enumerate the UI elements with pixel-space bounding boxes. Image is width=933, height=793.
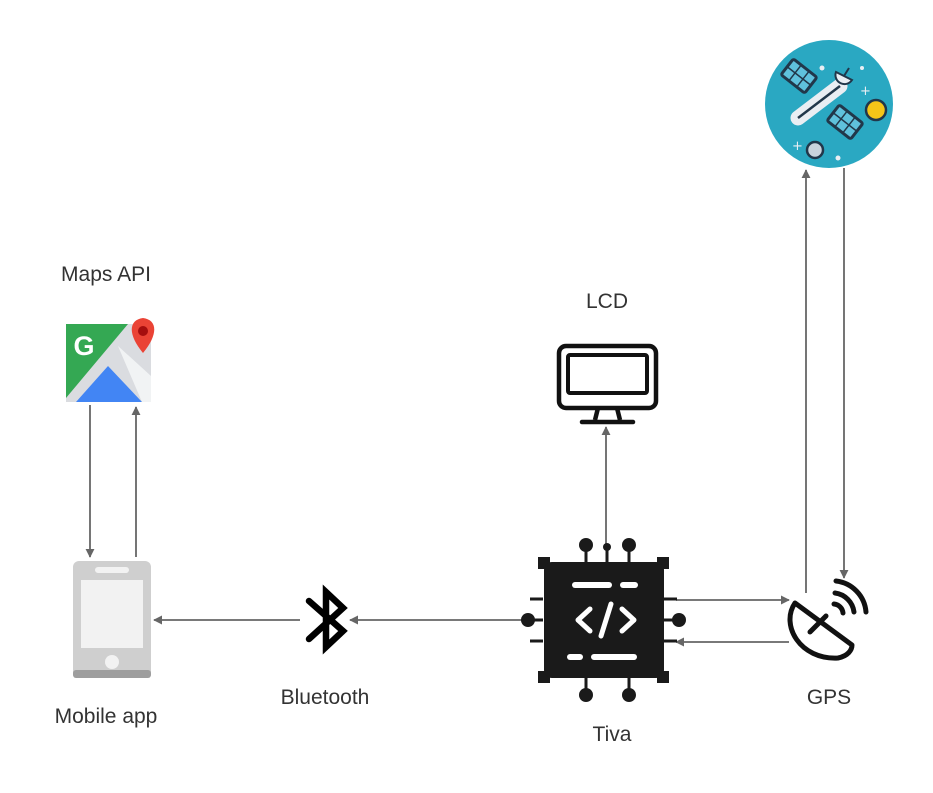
monitor-icon — [556, 343, 659, 425]
bluetooth-node: Bluetooth — [281, 584, 370, 709]
mobile-phone-icon — [73, 561, 151, 678]
connectors — [85, 168, 849, 647]
maps-api-node: Maps API G — [61, 263, 155, 402]
svg-text:+: + — [860, 84, 871, 99]
bluetooth-label: Bluetooth — [281, 686, 370, 709]
gps-dish-icon — [787, 578, 869, 661]
tiva-node: Tiva — [521, 538, 686, 746]
tiva-label: Tiva — [593, 723, 632, 746]
satellite-node: + + — [765, 40, 893, 168]
lcd-node: LCD — [556, 290, 659, 425]
google-maps-icon: G — [66, 318, 155, 402]
lcd-label: LCD — [586, 290, 628, 313]
maps-api-label: Maps API — [61, 263, 151, 286]
gps-node: GPS — [787, 578, 869, 709]
microcontroller-chip-icon — [521, 538, 686, 702]
satellite-icon: + + — [765, 40, 893, 168]
bluetooth-icon — [305, 584, 348, 655]
gps-label: GPS — [807, 686, 851, 709]
svg-text:G: G — [73, 331, 94, 361]
svg-text:+: + — [792, 139, 803, 154]
mobile-app-label: Mobile app — [55, 705, 158, 728]
mobile-app-node: Mobile app — [55, 561, 158, 728]
